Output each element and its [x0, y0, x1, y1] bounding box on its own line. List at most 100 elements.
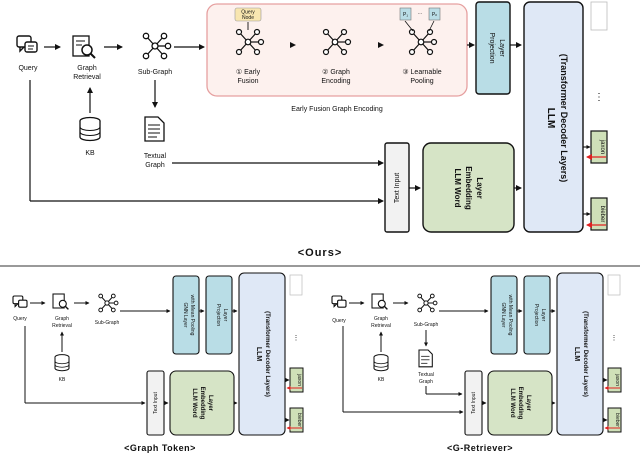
- kb-label: KB: [59, 377, 66, 383]
- graph-retrieval-label-2: Retrieval: [73, 74, 101, 81]
- query-label: Query: [18, 65, 38, 72]
- graph-retrieval-label-1: Graph: [374, 316, 388, 322]
- query-icon: [12, 295, 28, 308]
- graph-encoding-graph-icon: [322, 28, 352, 56]
- subgraph-icon: [98, 293, 119, 313]
- kb-database-icon: [54, 354, 70, 372]
- query-node-tag: [234, 7, 262, 22]
- output-vdots: ⋮: [594, 92, 604, 103]
- early-fusion-box: [206, 3, 468, 97]
- graph-token-caption: <Graph Token>: [124, 443, 196, 453]
- pooling-token-p1: [399, 7, 412, 21]
- llm-box: [523, 1, 584, 233]
- embedding-label-2: Embedding: [199, 387, 205, 420]
- subgraph-label: Sub-Graph: [95, 320, 120, 326]
- step1-label-2: Fusion: [237, 78, 258, 85]
- text-input-label: Text Input: [153, 392, 159, 414]
- step2-label-2: Encoding: [321, 78, 350, 85]
- kb-database-icon: [373, 354, 389, 372]
- llm-label-1: LLM: [255, 347, 262, 362]
- ours-panel: Query Graph Retrieval Sub-Graph: [16, 1, 608, 259]
- output-token-bieber: [590, 197, 608, 231]
- output-bieber-label: bieber: [599, 206, 605, 223]
- projection-layer-label-1: Projection: [215, 304, 221, 326]
- textual-graph-label-2: Graph: [145, 162, 165, 169]
- pooling-token-dots: ···: [418, 11, 423, 17]
- textual-graph-label-1: Textual: [418, 372, 434, 378]
- output-token-jaxon: [590, 130, 608, 164]
- llm-label-2: (Transformer Decoder Layers): [264, 311, 270, 397]
- output-jaxon-label: jaxon: [614, 373, 620, 386]
- kb-label: KB: [85, 150, 95, 157]
- graph-retrieval-icon: [371, 293, 388, 310]
- llm-label-1: LLM: [545, 108, 556, 129]
- embedding-label-2: Embedding: [464, 166, 473, 210]
- textual-graph-icon: [418, 349, 433, 368]
- embedding-label-1: LLM Word: [453, 169, 462, 208]
- textual-graph-icon: [144, 116, 165, 142]
- embedding-label-3: Layer: [207, 395, 213, 412]
- embedding-label-1: LLM Word: [509, 388, 515, 418]
- step3-label-2: Pooling: [410, 78, 433, 85]
- graph-retrieval-icon: [52, 293, 69, 310]
- ours-caption: <Ours>: [298, 247, 343, 259]
- output-jaxon-label: jaxon: [599, 139, 605, 154]
- llm-box: [238, 272, 286, 436]
- output-bieber-label: bieber: [614, 413, 620, 427]
- step-arrow-icon: [290, 42, 296, 48]
- graph-token-panel: Query Graph Retrieval Sub-Graph KB: [12, 272, 304, 453]
- projection-layer-box: [475, 1, 511, 95]
- output-bieber-label: bieber: [296, 413, 302, 427]
- output-token-jaxon: [289, 367, 304, 393]
- gnn-layer-label-1: GNN Layer: [182, 302, 188, 327]
- output-vdots: ⋮: [293, 335, 300, 342]
- graph-retrieval-label-2: Retrieval: [52, 323, 72, 329]
- pooling-token-pn-label: Pₙ: [432, 12, 437, 18]
- step2-label-1: ② Graph: [322, 68, 350, 76]
- kb-database-icon: [79, 116, 101, 142]
- learnable-pooling-graph-icon: [408, 28, 438, 56]
- output-token-bieber: [607, 407, 622, 433]
- output-token-empty: [607, 274, 621, 296]
- llm-box: [556, 272, 604, 436]
- output-token-bieber: [289, 407, 304, 433]
- pooling-token-pn: [428, 7, 441, 21]
- embedding-label-2: Embedding: [517, 387, 523, 420]
- gnn-layer-label-2: with Mean Pooling: [507, 295, 513, 336]
- projection-layer-label-1: Projection: [533, 304, 539, 326]
- textual-graph-label-1: Textual: [144, 153, 167, 160]
- step-arrow-icon: [378, 42, 384, 48]
- projection-layer-label-2: Layer: [540, 309, 546, 322]
- output-jaxon-label: jaxon: [296, 373, 302, 386]
- kb-label: KB: [378, 377, 385, 383]
- output-token-jaxon: [607, 367, 622, 393]
- query-node-label-1: Query: [241, 10, 255, 16]
- gnn-layer-label-1: GNN Layer: [500, 302, 506, 327]
- gnn-layer-box: [172, 275, 200, 355]
- projection-layer-label-2: Layer: [498, 39, 505, 57]
- graph-retrieval-label-2: Retrieval: [371, 323, 391, 329]
- embedding-label-1: LLM Word: [191, 388, 197, 418]
- llm-label-1: LLM: [573, 347, 580, 362]
- textual-graph-label-2: Graph: [419, 379, 433, 385]
- g-retriever-panel: Query Graph Retrieval Sub-Graph K: [331, 272, 622, 453]
- embedding-label-3: Layer: [525, 395, 531, 412]
- graph-retrieval-icon: [72, 35, 96, 59]
- output-token-empty: [289, 274, 303, 296]
- projection-layer-box: [205, 275, 233, 355]
- gnn-layer-label-2: with Mean Pooling: [189, 295, 195, 336]
- subgraph-icon: [142, 32, 172, 60]
- llm-label-2: (Transformer Decoder Layers): [559, 54, 569, 183]
- output-vdots: ⋮: [611, 335, 618, 342]
- query-label: Query: [332, 318, 346, 324]
- text-input-label: Text Input: [394, 173, 401, 203]
- g-retriever-caption: <G-Retriever>: [447, 443, 513, 453]
- graph-retrieval-label-1: Graph: [77, 65, 97, 72]
- pooling-token-p1-label: P₁: [403, 12, 408, 18]
- query-icon: [16, 35, 38, 53]
- output-token-empty: [590, 1, 608, 31]
- subgraph-label: Sub-Graph: [138, 69, 172, 76]
- query-node-label-2: Node: [242, 15, 254, 21]
- projection-layer-label-2: Layer: [222, 309, 228, 322]
